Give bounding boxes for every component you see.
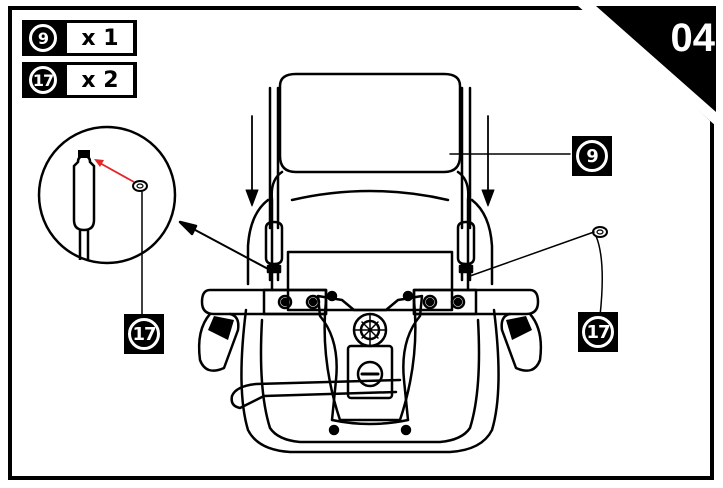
seat-base (240, 308, 500, 454)
page-frame (8, 6, 714, 480)
part-number-badge: 17 (25, 65, 61, 95)
seat-back-right (456, 170, 470, 292)
washer-right (592, 226, 608, 238)
part-row-9: 9 x 1 (22, 20, 137, 56)
backrest (278, 72, 462, 174)
part-number-badge: 9 (25, 23, 61, 53)
step-number: 04 (670, 16, 716, 60)
callout-washer-right: 17 (578, 312, 618, 352)
seat-back-left (270, 170, 284, 292)
part-row-17: 17 x 2 (22, 62, 137, 98)
detail-inset (37, 125, 177, 265)
callout-washer-left: 17 (124, 314, 164, 354)
chair-drawing (141, 72, 603, 454)
callout-backrest: 9 (572, 136, 612, 176)
part-quantity: x 1 (67, 23, 133, 53)
left-arm-bar (200, 288, 328, 316)
right-arm-bar (412, 288, 540, 316)
red-insert-arrow (97, 161, 135, 183)
part-quantity: x 2 (67, 65, 133, 95)
